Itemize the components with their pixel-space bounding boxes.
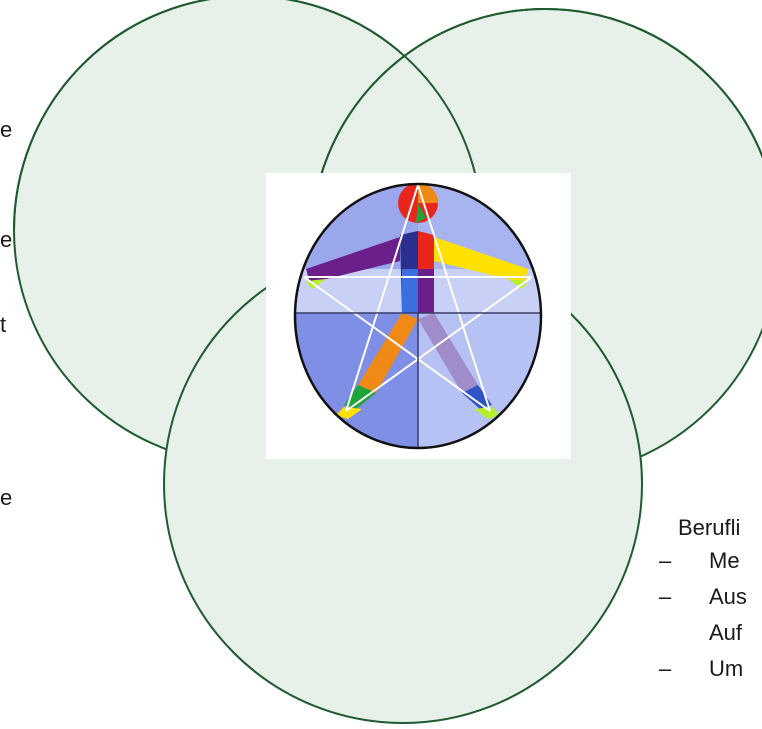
list-heading: Berufli [678,515,740,541]
left-text-fragment-3: t [0,312,6,338]
list-dash-1: – [659,548,671,574]
left-text-fragment-2: e [0,227,12,253]
list-item-2: Aus [709,584,747,610]
pentagram-logo-box [266,173,571,459]
pentagram-human-figure-logo [266,173,571,459]
list-dash-2: – [659,584,671,610]
left-text-fragment-4: e [0,485,12,511]
list-item-1: Me [709,548,740,574]
list-dash-3: – [659,656,671,682]
list-item-3: Um [709,656,743,682]
left-text-fragment-1: e [0,117,12,143]
list-item-2-continued: Auf [709,620,742,646]
